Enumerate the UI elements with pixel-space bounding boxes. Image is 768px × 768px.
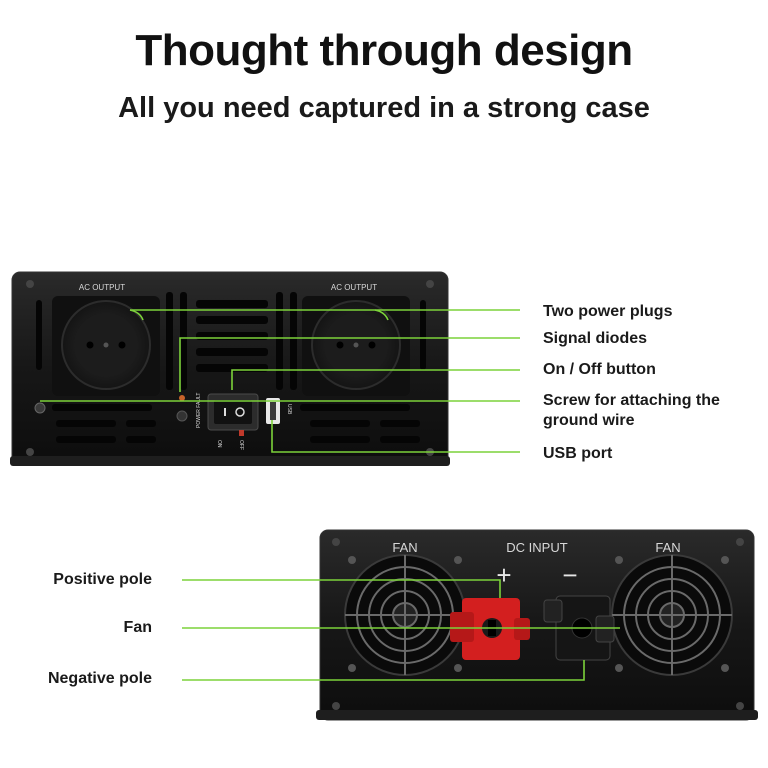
power-fault-label: POWER FAULT [196, 393, 202, 428]
callout-signal-diodes: Signal diodes [543, 330, 648, 347]
on-label: ON [216, 440, 222, 448]
usb-port[interactable] [266, 398, 280, 424]
ac-socket-right [302, 296, 410, 396]
callout-usb-port: USB port [543, 445, 613, 462]
positive-terminal[interactable] [450, 598, 530, 660]
front-callout-lines [40, 309, 520, 453]
ground-terminal-icon [34, 402, 46, 414]
callout-ground-screw: Screw for attaching the ground wire [543, 392, 720, 429]
back-callout-lines [182, 579, 620, 681]
power-switch[interactable] [207, 393, 259, 436]
fan-right [611, 554, 733, 676]
callout-power-plugs: Two power plugs [543, 303, 673, 320]
page-subtitle: All you need captured in a strong case [118, 92, 650, 124]
fan-left [344, 554, 466, 676]
front-panel: AC OUTPUT AC OUTPUT POWER FAULT ON OFF U… [10, 271, 450, 466]
ac-output-label-left: AC OUTPUT [79, 283, 125, 292]
vent-slots [36, 292, 426, 443]
signal-diode-icon [179, 395, 185, 401]
off-label: OFF [238, 440, 244, 450]
plus-sign: + [496, 560, 511, 590]
fan-label-right: FAN [655, 540, 680, 555]
usb-label: USB [286, 404, 292, 415]
fan-label-left: FAN [392, 540, 417, 555]
callout-positive-pole: Positive pole [53, 571, 152, 588]
callout-on-off-button: On / Off button [543, 361, 656, 378]
callout-fan: Fan [123, 619, 152, 636]
ac-socket-left [52, 296, 160, 396]
page-title: Thought through design [135, 26, 633, 75]
ac-output-label-right: AC OUTPUT [331, 283, 377, 292]
back-panel: FAN DC INPUT FAN + − [316, 529, 758, 721]
dc-input-label: DC INPUT [506, 540, 567, 555]
minus-sign: − [562, 560, 577, 590]
callout-negative-pole: Negative pole [47, 670, 152, 687]
ground-screw-icon [176, 410, 188, 422]
